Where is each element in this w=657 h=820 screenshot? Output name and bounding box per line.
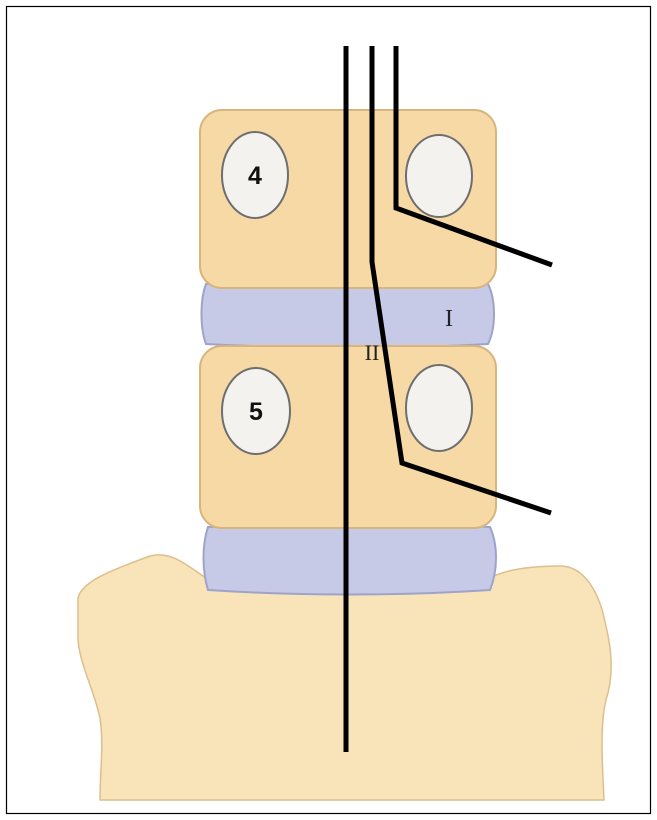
pedicle-oval-l5-right [406, 365, 472, 451]
pedicle-oval-l4-right [406, 135, 472, 217]
vertebra-label-4: 4 [248, 162, 262, 190]
vertebra-label-5: 5 [249, 398, 263, 426]
region-label-II: II [365, 340, 380, 365]
region-label-I: I [445, 306, 453, 332]
disc-l5-s1 [204, 523, 497, 594]
